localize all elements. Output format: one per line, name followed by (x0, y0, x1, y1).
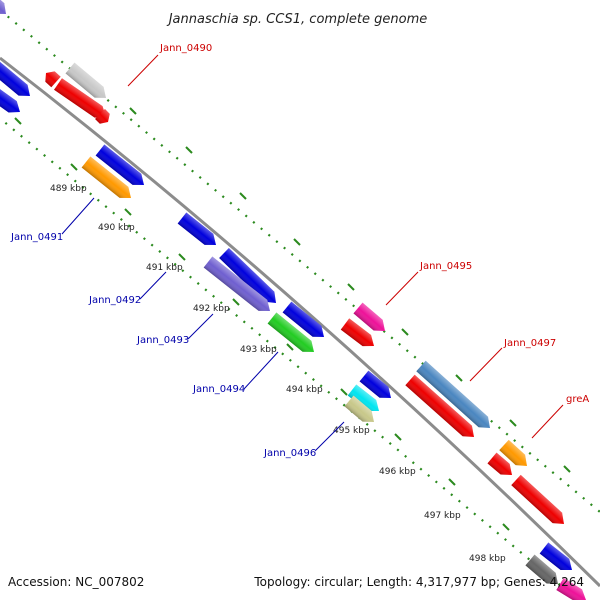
gene-label-jann-0495[interactable]: Jann_0495 (419, 261, 472, 272)
tick-label: 491 kbp (146, 263, 183, 273)
gene-arrow[interactable] (0, 0, 11, 19)
outer-tick-marks (129, 107, 571, 473)
gene-arrow[interactable] (0, 86, 24, 117)
gene-arrow-shading (81, 156, 131, 198)
gene-arrow-shading (0, 0, 7, 15)
inner-tick-marks (14, 117, 510, 531)
tick-label: 497 kbp (424, 511, 461, 521)
gene-arrow[interactable] (359, 370, 396, 404)
gene-label-jann-0491[interactable]: Jann_0491 (10, 232, 63, 243)
gene-arrow[interactable] (487, 452, 516, 481)
gene-arrow-shading (556, 578, 587, 600)
tick-label: 498 kbp (469, 554, 506, 564)
gene-arrow-shading (203, 256, 271, 312)
map-title: Jannaschia sp. CCS1, complete genome (166, 12, 428, 27)
gene-arrow[interactable] (95, 144, 149, 191)
tick-label: 492 kbp (193, 304, 230, 314)
gene-arrow-shading (45, 71, 61, 88)
gene-arrow-shading (177, 212, 217, 246)
gene-arrow-shading (539, 542, 572, 570)
gene-arrow-shading (344, 395, 374, 422)
gene-label-jann-0494[interactable]: Jann_0494 (192, 384, 245, 395)
gene-label-jann-0496[interactable]: Jann_0496 (263, 448, 316, 459)
gene-arrow[interactable] (340, 318, 378, 351)
tick-label: 496 kbp (379, 467, 416, 477)
gene-arrow-shading (499, 439, 527, 467)
gene-arrow-shading (340, 318, 375, 347)
gene-arrow-shading (405, 374, 474, 437)
gene-arrow[interactable] (41, 68, 61, 88)
gene-arrow[interactable] (347, 384, 384, 416)
gene-arrow-shading (65, 62, 107, 99)
gene-arrow[interactable] (344, 395, 378, 428)
gene-arrow[interactable] (267, 312, 319, 358)
tick-label: 493 kbp (240, 345, 277, 355)
tick-label: 490 kbp (98, 223, 135, 233)
genome-backbone (0, 56, 600, 588)
gene-arrow-shading (95, 144, 145, 185)
gene-arrow[interactable] (65, 62, 111, 104)
gene-arrow-shading (416, 360, 490, 429)
inner-grid-line (0, 116, 561, 586)
gene-arrow[interactable] (177, 212, 221, 251)
gene-arrow[interactable] (81, 156, 136, 204)
gene-arrow[interactable] (54, 78, 110, 123)
gene-arrow[interactable] (416, 360, 494, 433)
tick-label: 494 kbp (286, 385, 323, 395)
gene-arrow[interactable] (511, 474, 568, 529)
gene-arrow[interactable] (556, 578, 589, 600)
tick-label: 489 kbp (50, 184, 87, 194)
gene-arrow-shading (511, 474, 564, 524)
gene-arrow-shading (0, 86, 21, 113)
gene-arrow[interactable] (405, 374, 478, 442)
gene-arrow-shading (267, 312, 315, 353)
gene-arrow-shading (0, 60, 31, 97)
tick-label: 495 kbp (333, 426, 370, 436)
gene-label-jann-0490[interactable]: Jann_0490 (159, 43, 212, 54)
gene-arrow[interactable] (95, 109, 113, 127)
gene-arrow-shading (487, 452, 513, 476)
accession-text: Accession: NC_007802 (8, 575, 145, 589)
gene-arrow[interactable] (353, 302, 389, 337)
gene-arrow[interactable] (499, 439, 531, 471)
gene-arrow[interactable] (282, 301, 329, 343)
gene-arrow-shading (525, 554, 558, 585)
topology-text: Topology: circular; Length: 4,317,977 bp… (254, 575, 584, 589)
gene-arrow-shading (54, 78, 106, 118)
gene-arrow[interactable] (539, 542, 577, 575)
gene-arrow[interactable] (219, 247, 281, 308)
gene-arrow-shading (359, 370, 391, 398)
gene-arrow-shading (95, 109, 110, 124)
label-leaders (61, 54, 564, 452)
gene-arrow[interactable] (0, 60, 34, 102)
gene-arrow[interactable] (203, 256, 275, 317)
gene-label-jann-0493[interactable]: Jann_0493 (136, 335, 189, 346)
gene-arrow-shading (347, 384, 379, 412)
gene-arrow-shading (353, 302, 386, 332)
gene-label-jann-0497[interactable]: Jann_0497 (503, 338, 556, 349)
gene-arrow-shading (282, 301, 325, 337)
gene-label-jann-0492[interactable]: Jann_0492 (88, 295, 141, 306)
gene-arrow[interactable] (525, 554, 562, 590)
gene-arrow-shading (219, 247, 277, 304)
gene-label-grea[interactable]: greA (566, 394, 589, 405)
